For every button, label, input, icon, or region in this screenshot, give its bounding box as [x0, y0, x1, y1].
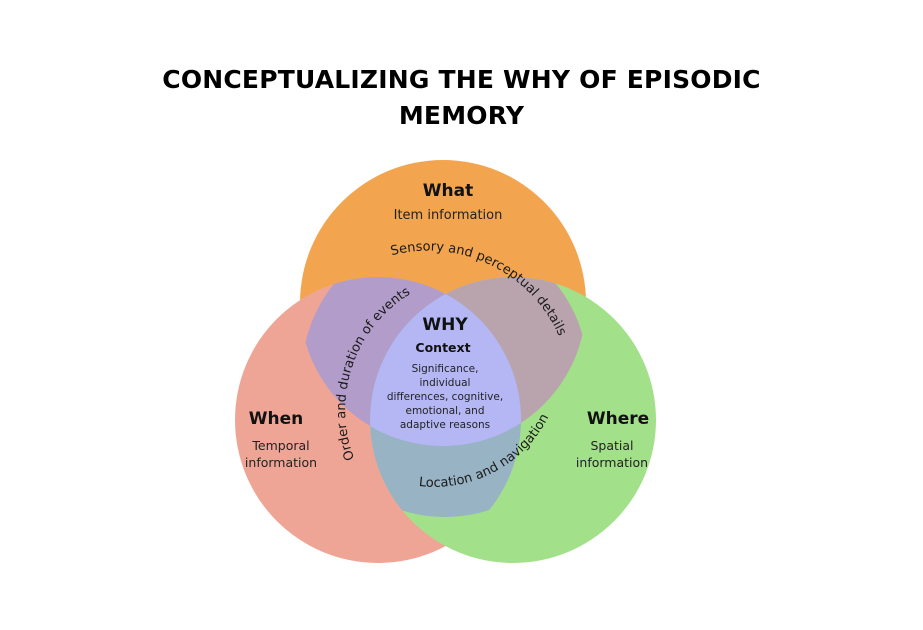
when-subtext-line-2: information: [245, 455, 317, 470]
when-subtext-line-1: Temporal: [251, 438, 309, 453]
context-subheading: Context: [415, 340, 470, 355]
where-heading: Where: [587, 409, 649, 429]
when-heading: When: [249, 409, 304, 429]
diagram-title-line-2: MEMORY: [398, 101, 525, 130]
why-body-text: Significance, individual differences, co…: [387, 363, 503, 431]
why-body-line: emotional, and: [405, 405, 484, 417]
why-body-line: Significance,: [412, 363, 479, 375]
why-body-line: individual: [420, 377, 471, 389]
where-subtext-line-1: Spatial: [590, 438, 633, 453]
why-body-line: adaptive reasons: [400, 419, 490, 431]
why-heading: WHY: [422, 315, 468, 335]
what-subtext: Item information: [394, 208, 503, 223]
why-body-line: differences, cognitive,: [387, 391, 503, 403]
diagram-title-line-1: CONCEPTUALIZING THE WHY OF EPISODIC: [162, 65, 761, 94]
where-subtext-line-2: information: [576, 455, 648, 470]
what-heading: What: [423, 181, 473, 201]
why-center-region: [370, 277, 521, 446]
